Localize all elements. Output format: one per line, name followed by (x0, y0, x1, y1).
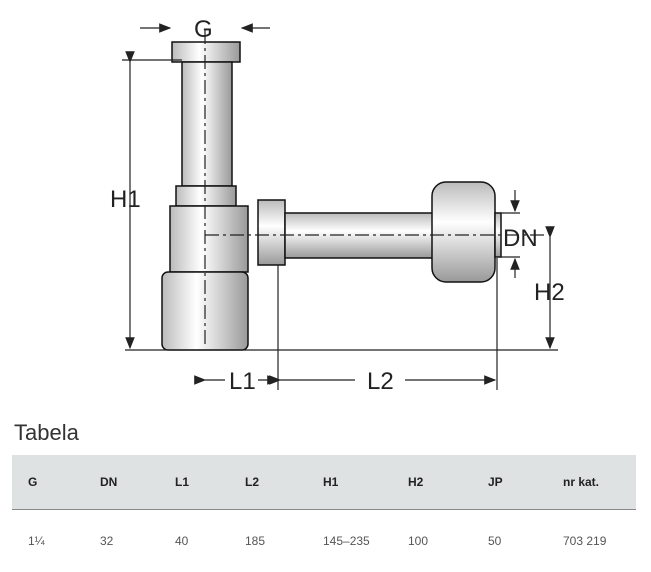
header-dn: DN (99, 455, 174, 510)
middle-nut (176, 186, 236, 206)
header-h1: H1 (322, 455, 407, 510)
cell-h2: 100 (407, 510, 487, 572)
wall-rosette (432, 182, 495, 282)
dimensions-table: G DN L1 L2 H1 H2 JP nr kat. 1¼ 32 40 185… (12, 455, 636, 572)
table-header-row: G DN L1 L2 H1 H2 JP nr kat. (12, 455, 636, 510)
header-jp: JP (487, 455, 562, 510)
cell-nr-kat: 703 219 (562, 510, 636, 572)
siphon-diagram: G H1 H2 DN L1 L2 (0, 0, 651, 410)
header-nr-kat: nr kat. (562, 455, 636, 510)
cell-g: 1¼ (12, 510, 99, 572)
header-g: G (12, 455, 99, 510)
cell-dn: 32 (99, 510, 174, 572)
label-h1: H1 (110, 186, 141, 213)
label-h2: H2 (534, 279, 565, 306)
vertical-pipe (182, 62, 232, 186)
header-l2: L2 (244, 455, 322, 510)
cell-l1: 40 (174, 510, 244, 572)
table-row: 1¼ 32 40 185 145–235 100 50 703 219 (12, 510, 636, 572)
table-title: Tabela (14, 420, 79, 446)
label-g: G (194, 16, 213, 43)
label-dn: DN (503, 225, 538, 252)
label-l1: L1 (229, 368, 256, 395)
header-l1: L1 (174, 455, 244, 510)
elbow-nut (258, 200, 285, 265)
top-nut (172, 42, 240, 62)
cell-jp: 50 (487, 510, 562, 572)
cell-l2: 185 (244, 510, 322, 572)
cell-h1: 145–235 (322, 510, 407, 572)
label-l2: L2 (367, 368, 394, 395)
siphon-body (170, 206, 248, 272)
header-h2: H2 (407, 455, 487, 510)
